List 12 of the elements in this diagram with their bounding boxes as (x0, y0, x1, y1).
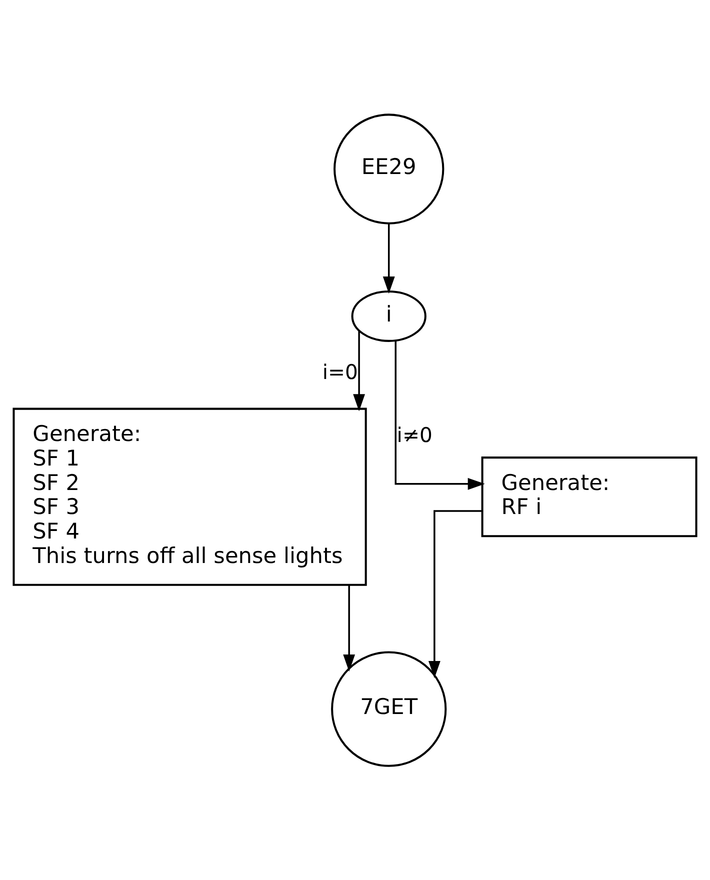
node-ellipse: i (351, 290, 426, 342)
arrow (394, 340, 485, 490)
node-box: Generate: RF i (481, 456, 698, 538)
edge-label: i≠0 (396, 423, 432, 448)
arrow (428, 510, 482, 678)
node-circle: EE29 (334, 114, 444, 224)
node-circle: 7GET (331, 651, 447, 767)
arrow (382, 224, 395, 294)
arrow (343, 585, 356, 672)
edge-label: i=0 (322, 360, 358, 384)
node-box: Generate: SF 1 SF 2 SF 3 SF 4 This turns off all sense lights (12, 408, 367, 586)
arrow (353, 330, 366, 412)
